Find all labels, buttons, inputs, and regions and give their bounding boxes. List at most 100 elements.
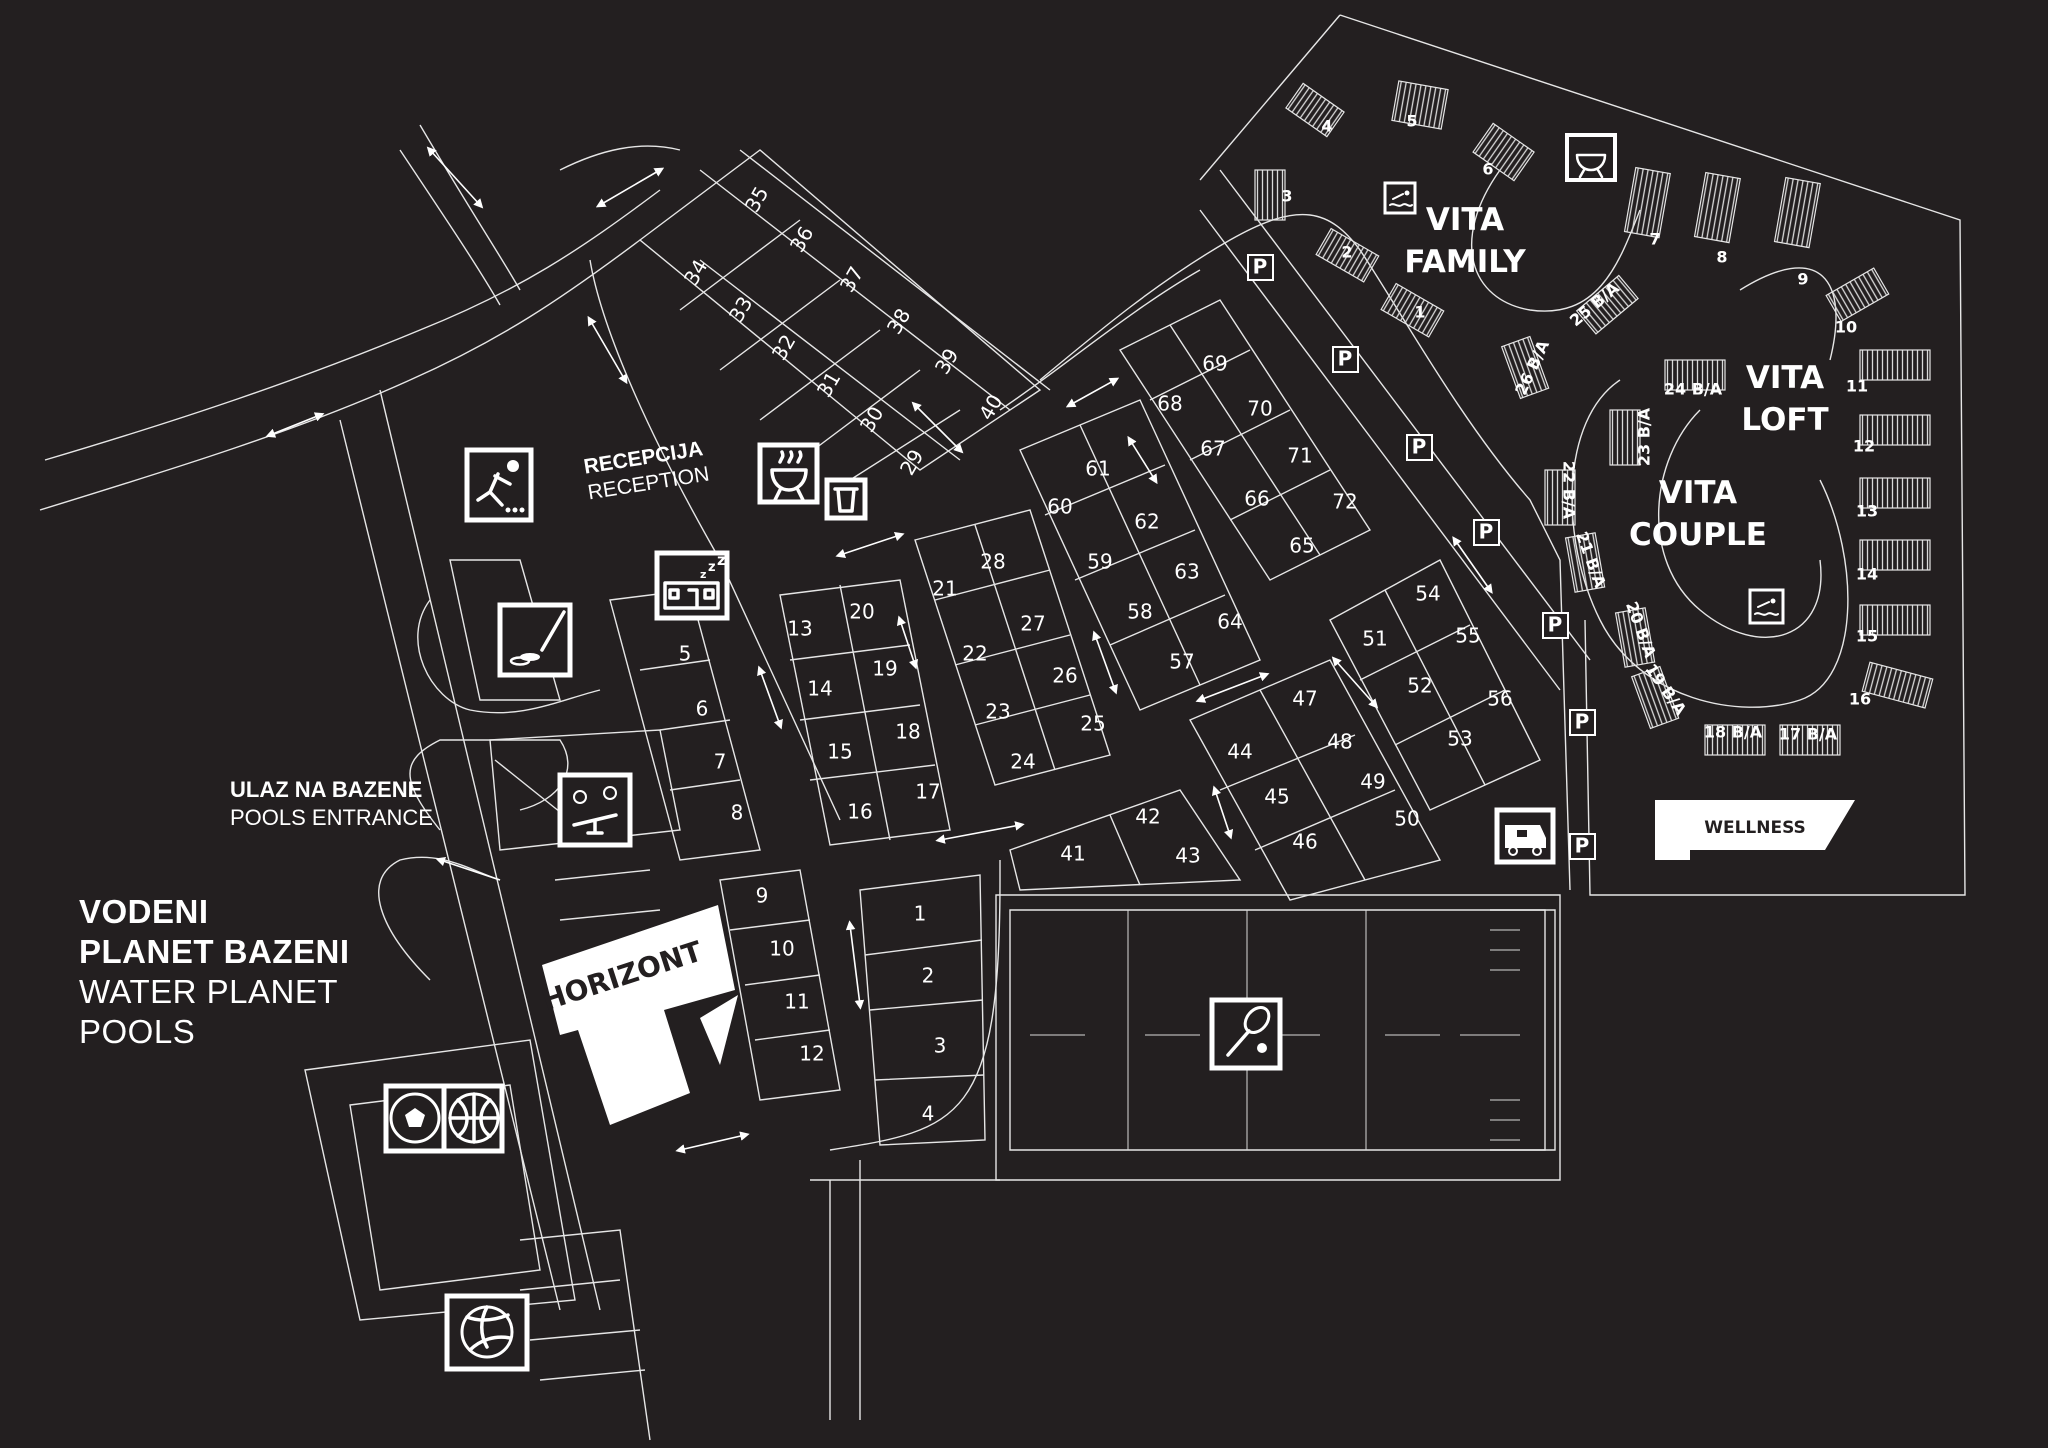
parking-p-4: P [1473, 519, 1500, 546]
wellness-label: WELLNESS [1704, 818, 1806, 838]
svg-text:P: P [1479, 520, 1494, 544]
plot-10: 10 [769, 937, 794, 961]
vita-unit-17: 17 B/A [1779, 725, 1838, 744]
pool-icon-couple [1748, 588, 1785, 625]
vita-family-label-1: VITA [1426, 202, 1504, 238]
svg-text:P: P [1548, 613, 1563, 637]
plot-49: 49 [1360, 770, 1385, 794]
parking-p-3: P [1406, 434, 1433, 461]
vita-unit-6: 6 [1482, 160, 1493, 179]
plot-72: 72 [1332, 490, 1357, 514]
plot-2: 2 [922, 964, 935, 988]
legend-en-line-2: POOLS [79, 1013, 196, 1050]
svg-text:z: z [708, 560, 716, 575]
vita-unit-11: 11 [1846, 377, 1868, 396]
legend-hr-line-2: PLANET BAZENI [79, 933, 350, 970]
plot-32: 32 [767, 330, 801, 364]
waste-bin-icon [824, 477, 868, 521]
vita-unit-9: 9 [1797, 270, 1808, 289]
tennis-icon [1209, 997, 1283, 1071]
mini-golf-icon [497, 602, 573, 678]
plot-28: 28 [980, 550, 1005, 574]
plot-69: 69 [1202, 352, 1227, 376]
svg-text:P: P [1412, 435, 1427, 459]
vita-unit-5: 5 [1406, 112, 1417, 131]
plot-50: 50 [1394, 807, 1419, 831]
vita-units-graphics [1254, 80, 1934, 756]
svg-text:P: P [1575, 834, 1590, 858]
vita-couple-label-1: VITA [1659, 475, 1737, 511]
bowling-icon [464, 447, 534, 523]
plot-25: 25 [1080, 712, 1105, 736]
vita-unit-23: 23 B/A [1635, 407, 1654, 466]
parking-p-2: P [1332, 346, 1359, 373]
vita-unit-13: 13 [1856, 502, 1878, 521]
plot-39: 39 [930, 344, 964, 378]
vita-unit-24: 24 B/A [1664, 380, 1723, 399]
plot-9: 9 [756, 884, 769, 908]
vita-family-label-2: FAMILY [1404, 244, 1526, 280]
plot-21: 21 [932, 577, 957, 601]
plot-64: 64 [1217, 610, 1242, 634]
legend-en-line-1: WATER PLANET [79, 973, 339, 1010]
plot-55: 55 [1455, 624, 1480, 648]
plot-41: 41 [1060, 842, 1085, 866]
vita-couple-label-2: COUPLE [1629, 517, 1767, 553]
plot-7: 7 [714, 750, 727, 774]
sleeping-house-icon: z z z [654, 550, 730, 621]
playground-icon [557, 772, 633, 848]
plot-3: 3 [934, 1034, 947, 1058]
plot-44: 44 [1227, 740, 1252, 764]
vita-unit-14: 14 [1856, 565, 1878, 584]
plot-17: 17 [915, 780, 940, 804]
plot-54: 54 [1415, 582, 1440, 606]
roads [39, 14, 1966, 1441]
plot-4: 4 [922, 1102, 935, 1126]
vita-unit-2: 2 [1341, 243, 1352, 262]
plot-1: 1 [914, 902, 927, 926]
plot-45: 45 [1264, 785, 1289, 809]
plot-26: 26 [1052, 664, 1077, 688]
plot-20: 20 [849, 600, 874, 624]
plot-18: 18 [895, 720, 920, 744]
plot-40: 40 [974, 390, 1008, 424]
plot-65: 65 [1289, 534, 1314, 558]
parking-p-6: P [1569, 709, 1596, 736]
plot-16: 16 [847, 800, 872, 824]
plot-57: 57 [1169, 650, 1194, 674]
vita-unit-7: 7 [1649, 230, 1660, 249]
parking-p-7: P [1569, 833, 1596, 860]
plot-62: 62 [1134, 510, 1159, 534]
zone-labels: VITA FAMILY VITA LOFT VITA COUPLE [1404, 202, 1828, 553]
plot-33: 33 [724, 292, 758, 326]
svg-text:z: z [700, 568, 706, 581]
plot-34: 34 [679, 255, 713, 289]
plot-30: 30 [855, 402, 889, 436]
plot-56: 56 [1487, 687, 1512, 711]
plot-11: 11 [784, 990, 809, 1014]
plot-8: 8 [731, 801, 744, 825]
vita-unit-18: 18 B/A [1704, 723, 1763, 742]
svg-text:P: P [1338, 347, 1353, 371]
volleyball-icon [444, 1293, 530, 1372]
plot-labels: 1 2 3 4 5 6 7 8 9 10 11 12 13 14 15 16 1… [679, 182, 1513, 1125]
plot-68: 68 [1157, 392, 1182, 416]
wellness-building: WELLNESS [1655, 800, 1855, 860]
pool-icon [1383, 181, 1417, 215]
camper-service-icon [1494, 807, 1556, 865]
vita-unit-22: 22 B/A [1560, 461, 1579, 520]
plot-71: 71 [1287, 444, 1312, 468]
plot-67: 67 [1200, 437, 1225, 461]
vita-unit-8: 8 [1716, 248, 1727, 267]
grill-icon [757, 442, 820, 505]
plot-47: 47 [1292, 687, 1317, 711]
plot-48: 48 [1327, 730, 1352, 754]
plot-35: 35 [740, 182, 774, 216]
vita-unit-10: 10 [1835, 318, 1857, 337]
plot-61: 61 [1085, 457, 1110, 481]
plot-24: 24 [1010, 750, 1035, 774]
vita-unit-3: 3 [1281, 187, 1292, 206]
plot-22: 22 [962, 642, 987, 666]
plot-51: 51 [1362, 627, 1387, 651]
